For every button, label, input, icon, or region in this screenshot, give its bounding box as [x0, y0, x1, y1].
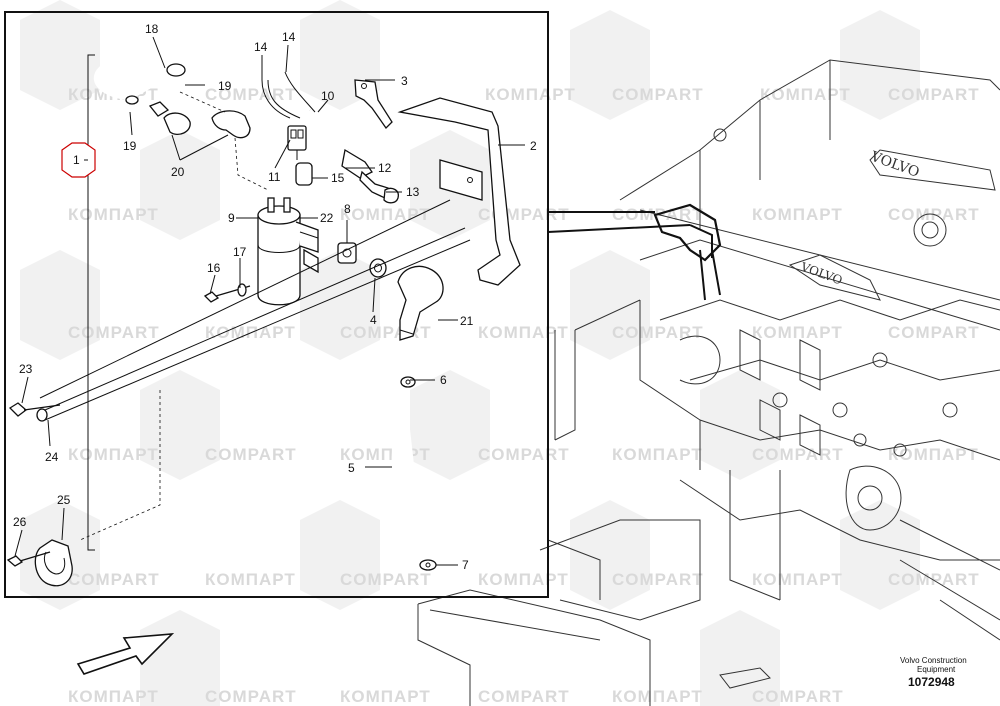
watermark-text: COMPART	[478, 687, 570, 706]
callout-4: 4	[370, 313, 377, 327]
watermark-text: COMPART	[752, 445, 844, 464]
maker-line-2: Equipment	[917, 665, 956, 674]
watermark-text: КОМПАРТ	[68, 205, 159, 224]
callout-24: 24	[45, 450, 59, 464]
callout-11: 11	[268, 170, 281, 184]
callout-22: 22	[320, 211, 334, 225]
callout-20: 20	[171, 165, 185, 179]
watermark-text: COMPART	[205, 445, 297, 464]
watermark-text: КОМПАРТ	[612, 445, 703, 464]
callout-9: 9	[228, 211, 235, 225]
watermark-text: КОМПАРТ	[485, 85, 576, 104]
callout-7: 7	[462, 558, 469, 572]
watermark-text: КОМПАРТ	[760, 85, 851, 104]
assembly-bracket	[87, 54, 95, 551]
callout-6: 6	[440, 373, 447, 387]
watermark-text: COMPART	[612, 570, 704, 589]
watermark-text: КОМПАРТ	[752, 323, 843, 342]
callout-26: 26	[13, 515, 27, 529]
watermark-text: КОМПАРТ	[612, 687, 703, 706]
watermark-text: КОМПАРТ	[205, 323, 296, 342]
watermark-text: COMPART	[888, 570, 980, 589]
engine-brand-mark: VOLVO	[868, 148, 922, 181]
watermark-text: КОМПАРТ	[752, 205, 843, 224]
watermark-text: COMPART	[612, 85, 704, 104]
zoom-leader	[547, 211, 691, 233]
maker-line-1: Volvo Construction	[900, 656, 967, 665]
watermark-text: КОМПАРТ	[478, 323, 569, 342]
watermark-text: COMPART	[888, 85, 980, 104]
callout-21: 21	[460, 314, 474, 328]
watermark-text: COMPART	[752, 687, 844, 706]
callout-5: 5	[348, 461, 355, 475]
callout-25: 25	[57, 493, 71, 507]
watermark-text: КОМПАРТ	[340, 687, 431, 706]
watermark-text: COMPART	[68, 323, 160, 342]
callout-1: 1	[73, 153, 80, 167]
watermark-text: КОМПАРТ	[68, 687, 159, 706]
watermark-text: КОМПАРТ	[888, 445, 979, 464]
document-number: 1072948	[908, 675, 955, 689]
watermark-text: COMPART	[68, 570, 160, 589]
watermark-text: COMPART	[478, 445, 570, 464]
callout-18: 18	[145, 22, 159, 36]
callout-12: 12	[378, 161, 392, 175]
forward-direction-arrow	[76, 633, 175, 675]
callout-23: 23	[19, 362, 33, 376]
callout-17: 17	[233, 245, 247, 259]
callout-14: 14	[254, 40, 268, 54]
leader-lines	[14, 36, 525, 566]
callout-16: 16	[207, 261, 221, 275]
watermark-text: COMPART	[888, 323, 980, 342]
callout-8: 8	[344, 202, 351, 216]
callout-19-lower: 19	[123, 139, 137, 153]
assembly-hex-marker	[61, 142, 96, 178]
callout-10: 10	[321, 89, 335, 103]
watermark-text: КОМПАРТ	[752, 570, 843, 589]
detail-frame	[4, 11, 549, 598]
callout-15: 15	[331, 171, 345, 185]
callout-14b: 14	[282, 30, 296, 44]
callout-2: 2	[530, 139, 537, 153]
parts-drawing	[6, 57, 521, 587]
watermark-text: COMPART	[340, 570, 432, 589]
watermark-text: COMPART	[612, 323, 704, 342]
watermark-text: КОМПАРТ	[68, 445, 159, 464]
callout-19-upper: 19	[218, 79, 232, 93]
watermark-text: КОМПАРТ	[478, 570, 569, 589]
watermark-text: КОМПАРТ	[205, 570, 296, 589]
callout-13: 13	[406, 185, 420, 199]
watermark-text: КОМПАРТ	[340, 205, 431, 224]
watermark-layer: КОМПАРТ COMPART КОМПАРТ COMPART КОМПАРТ …	[20, 0, 980, 706]
callout-3: 3	[401, 74, 408, 88]
watermark-text: COMPART	[205, 687, 297, 706]
